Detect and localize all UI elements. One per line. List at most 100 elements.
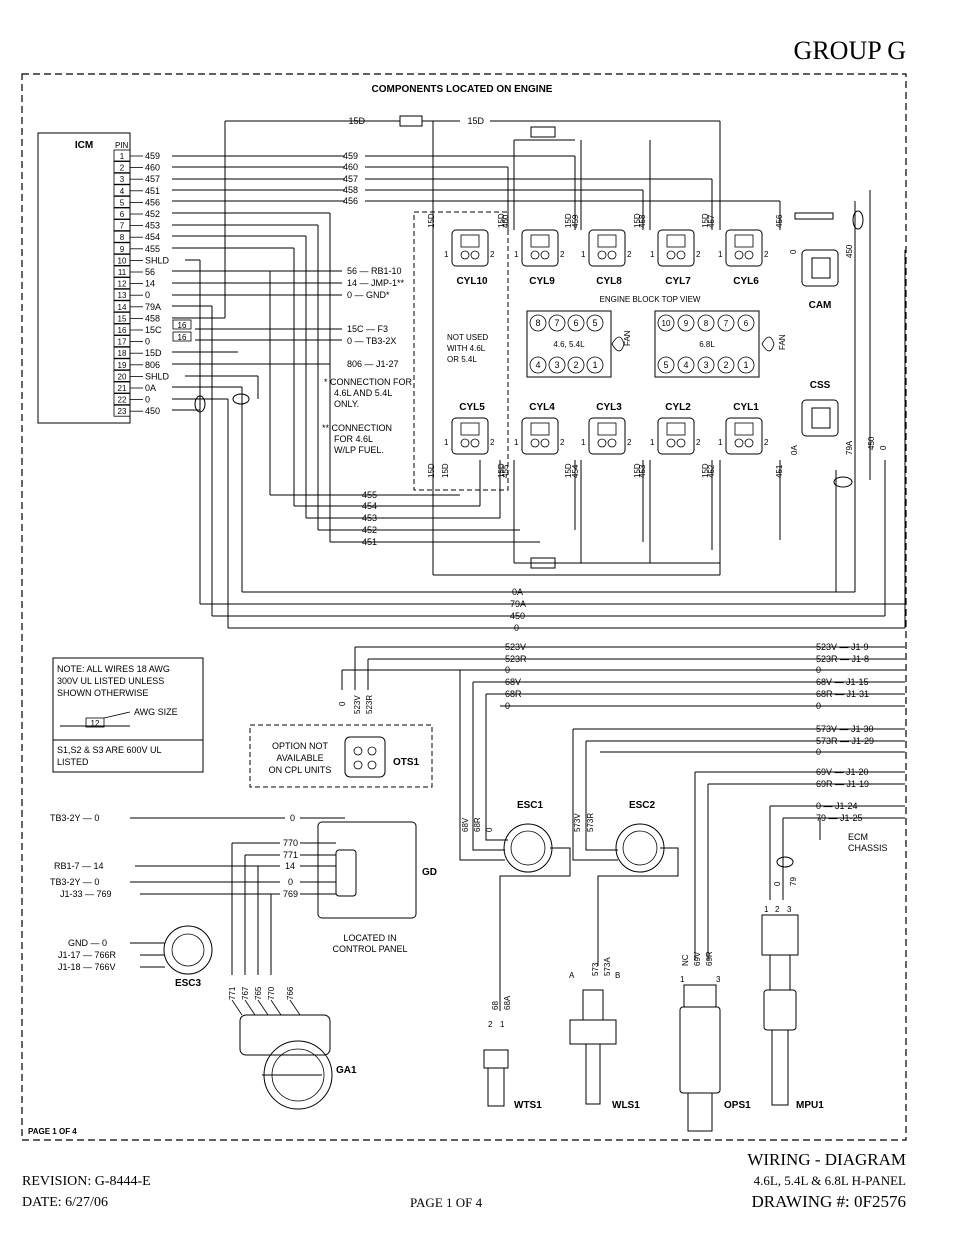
svg-text:15D: 15D bbox=[497, 213, 506, 228]
svg-text:FAN: FAN bbox=[623, 330, 632, 346]
icm-pin-box bbox=[113, 288, 131, 301]
svg-text:0A: 0A bbox=[790, 445, 799, 455]
svg-text:2: 2 bbox=[764, 250, 769, 259]
icm-pin-box bbox=[113, 369, 131, 382]
svg-text:2: 2 bbox=[696, 250, 701, 259]
svg-text:15D: 15D bbox=[701, 463, 710, 478]
svg-text:15D: 15D bbox=[427, 213, 436, 228]
harness-dest: 0 — J1-24 bbox=[816, 801, 858, 811]
svg-text:15D: 15D bbox=[564, 213, 573, 228]
svg-text:3: 3 bbox=[787, 905, 792, 914]
svg-text:56 — RB1-10: 56 — RB1-10 bbox=[347, 266, 402, 276]
svg-text:14 — JMP-1**: 14 — JMP-1** bbox=[347, 278, 405, 288]
icm-wire-label: 454 bbox=[145, 232, 160, 242]
svg-text:4: 4 bbox=[535, 360, 540, 370]
svg-text:LOCATED IN: LOCATED IN bbox=[343, 933, 396, 943]
cyl-connector bbox=[451, 229, 489, 267]
icm-wire-label: 0 bbox=[145, 337, 150, 347]
icm-wire-label: 458 bbox=[145, 313, 160, 323]
page-mark: PAGE 1 OF 4 bbox=[28, 1127, 77, 1136]
svg-text:15D: 15D bbox=[633, 463, 642, 478]
icm-wire-label: 0A bbox=[145, 383, 156, 393]
ga1-wire-label: 767 bbox=[241, 986, 250, 1000]
harness-dest: 523R — J1-8 bbox=[816, 654, 869, 664]
svg-text:S1,S2 & S3 ARE 600V UL: S1,S2 & S3 ARE 600V UL bbox=[57, 745, 162, 755]
svg-text:OPTION NOT: OPTION NOT bbox=[272, 741, 329, 751]
svg-text:J1-33 — 769: J1-33 — 769 bbox=[60, 889, 112, 899]
svg-text:68V: 68V bbox=[461, 817, 470, 832]
svg-text:16: 16 bbox=[178, 321, 187, 330]
svg-text:2: 2 bbox=[490, 438, 495, 447]
harness-dest: 523V — J1-9 bbox=[816, 642, 869, 652]
date: DATE: 6/27/06 bbox=[22, 1195, 108, 1210]
icm-pin-box bbox=[113, 381, 131, 394]
svg-text:15D: 15D bbox=[441, 463, 450, 478]
harness-dest: 0 bbox=[816, 701, 821, 711]
svg-text:2: 2 bbox=[723, 360, 728, 370]
icm-pin-number: 18 bbox=[118, 349, 127, 358]
svg-text:806 — J1-27: 806 — J1-27 bbox=[347, 359, 399, 369]
not-used-box bbox=[413, 211, 509, 491]
harness-dest: 68R — J1-31 bbox=[816, 689, 869, 699]
icm-pin-number: 9 bbox=[120, 245, 125, 254]
svg-text:15D: 15D bbox=[348, 116, 365, 126]
ops1-label: OPS1 bbox=[724, 1100, 751, 1111]
icm-wire-label: 806 bbox=[145, 360, 160, 370]
cyl-connector bbox=[521, 229, 559, 267]
esc3-label: ESC3 bbox=[175, 978, 202, 989]
svg-text:79A: 79A bbox=[510, 599, 526, 609]
svg-text:RB1-7 — 14: RB1-7 — 14 bbox=[54, 861, 104, 871]
svg-text:AVAILABLE: AVAILABLE bbox=[276, 753, 323, 763]
svg-text:J1-17 — 766R: J1-17 — 766R bbox=[58, 950, 117, 960]
svg-text:2: 2 bbox=[560, 438, 565, 447]
svg-text:2: 2 bbox=[764, 438, 769, 447]
icm-pin-box bbox=[113, 219, 131, 232]
svg-text:451: 451 bbox=[362, 537, 377, 547]
svg-text:6.8L: 6.8L bbox=[699, 340, 715, 349]
icm-wire-label: 452 bbox=[145, 209, 160, 219]
svg-text:1: 1 bbox=[444, 250, 449, 259]
icm-pin-header: PIN bbox=[115, 141, 129, 150]
harness-dest: 68V — J1-15 bbox=[816, 677, 869, 687]
icm-pin-number: 17 bbox=[118, 338, 127, 347]
svg-text:68A: 68A bbox=[503, 995, 512, 1010]
harness-wire: 0 bbox=[505, 701, 510, 711]
cyl-connector bbox=[521, 417, 559, 455]
svg-text:TB3-2Y — 0: TB3-2Y — 0 bbox=[50, 877, 99, 887]
svg-text:6: 6 bbox=[573, 318, 578, 328]
svg-text:0: 0 bbox=[485, 827, 494, 832]
group-title: GROUP G bbox=[793, 36, 906, 65]
cam-label: CAM bbox=[809, 300, 832, 311]
svg-text:69V: 69V bbox=[693, 951, 702, 966]
svg-text:5: 5 bbox=[663, 360, 668, 370]
svg-text:1: 1 bbox=[650, 438, 655, 447]
svg-text:10: 10 bbox=[662, 319, 671, 328]
icm-wire-label: 459 bbox=[145, 151, 160, 161]
cyl-label: CYL3 bbox=[596, 402, 622, 413]
icm-pin-number: 21 bbox=[118, 384, 127, 393]
svg-text:4.6L AND 5.4L: 4.6L AND 5.4L bbox=[334, 388, 392, 398]
svg-text:1: 1 bbox=[718, 250, 723, 259]
svg-text:0: 0 bbox=[514, 623, 519, 633]
diagram-border bbox=[21, 73, 907, 1141]
icm-pin-number: 23 bbox=[118, 407, 127, 416]
svg-text:2: 2 bbox=[488, 1020, 493, 1029]
harness-wire: 523V bbox=[505, 642, 526, 652]
svg-text:1: 1 bbox=[581, 250, 586, 259]
icm-pin-box bbox=[113, 335, 131, 348]
svg-text:450: 450 bbox=[867, 436, 876, 450]
icm-pin-number: 5 bbox=[120, 198, 125, 207]
icm-pin-box bbox=[113, 149, 131, 162]
icm-pin-box bbox=[113, 346, 131, 359]
icm-wire-label: 15C bbox=[145, 325, 162, 335]
svg-text:1: 1 bbox=[514, 438, 519, 447]
svg-text:0: 0 bbox=[288, 877, 293, 887]
svg-text:523R: 523R bbox=[365, 695, 374, 714]
svg-text:455: 455 bbox=[501, 464, 510, 478]
icm-wire-label: 0 bbox=[145, 395, 150, 405]
icm-pin-box bbox=[113, 358, 131, 371]
svg-text:771: 771 bbox=[283, 850, 298, 860]
svg-text:1: 1 bbox=[444, 438, 449, 447]
engine-box-title: COMPONENTS LOCATED ON ENGINE bbox=[372, 84, 553, 95]
svg-text:573V: 573V bbox=[573, 813, 582, 832]
